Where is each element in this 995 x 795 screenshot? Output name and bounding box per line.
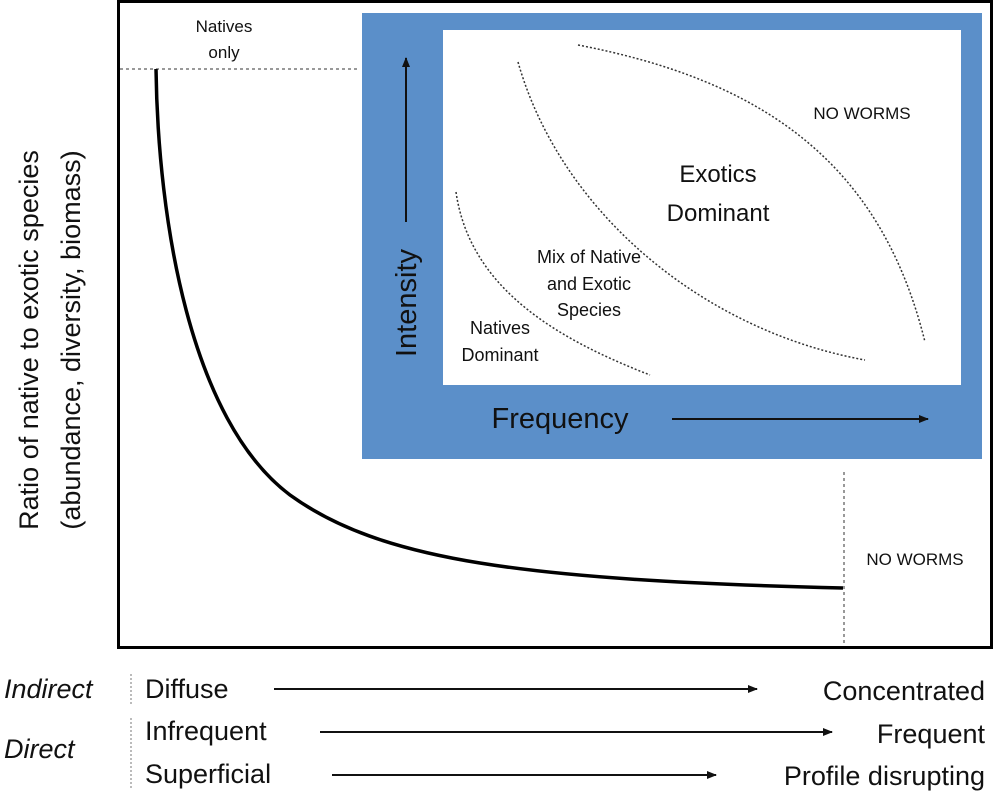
main-plot-frame xyxy=(117,0,993,649)
inset-panel: NO WORMS Exotics Dominant Mix of Native … xyxy=(362,13,982,459)
y-axis-label: Ratio of native to exotic species (abund… xyxy=(14,150,86,530)
zone-mix-label-line1: Mix of Native xyxy=(537,247,641,267)
zone-mix-label-line2: and Exotic xyxy=(547,274,631,294)
zone-natives-label-line1: Natives xyxy=(470,318,530,338)
inset-x-axis-label: Frequency xyxy=(491,403,629,435)
y-axis-label-line1: Ratio of native to exotic species xyxy=(14,150,44,530)
gradient-indirect-to: Concentrated xyxy=(823,676,985,706)
natives-only-label-line1: Natives xyxy=(196,17,253,36)
gradient-direct-frequency-from: Infrequent xyxy=(145,716,267,746)
zone-boundary-mix-exotics xyxy=(517,61,866,361)
gradient-group-indirect: Indirect xyxy=(4,674,94,704)
gradient-direct-frequency-to: Frequent xyxy=(877,719,986,749)
y-axis-label-line2: (abundance, diversity, biomass) xyxy=(56,150,86,529)
gradient-direct-depth-from: Superficial xyxy=(145,759,271,789)
gradient-indirect-from: Diffuse xyxy=(145,674,229,704)
inset-y-axis-label: Intensity xyxy=(391,249,423,357)
gradient-group-direct: Direct xyxy=(4,734,76,764)
no-worms-label: NO WORMS xyxy=(866,550,963,569)
zone-boundary-exotics-noworms xyxy=(577,44,926,343)
gradient-rows: Indirect Diffuse Concentrated Direct Inf… xyxy=(4,674,985,791)
gradient-direct-depth-to: Profile disrupting xyxy=(784,761,985,791)
natives-only-label-line2: only xyxy=(208,43,240,62)
zone-exotics-label-line1: Exotics xyxy=(679,161,756,188)
zone-no-worms-label: NO WORMS xyxy=(813,104,910,123)
zone-mix-label-line3: Species xyxy=(557,300,621,320)
zone-exotics-label-line2: Dominant xyxy=(667,200,770,227)
zone-natives-label-line2: Dominant xyxy=(461,345,538,365)
native-exotic-ratio-curve xyxy=(154,68,844,590)
inset-plot-area xyxy=(443,30,961,385)
zone-boundary-natives-mix xyxy=(455,191,651,376)
